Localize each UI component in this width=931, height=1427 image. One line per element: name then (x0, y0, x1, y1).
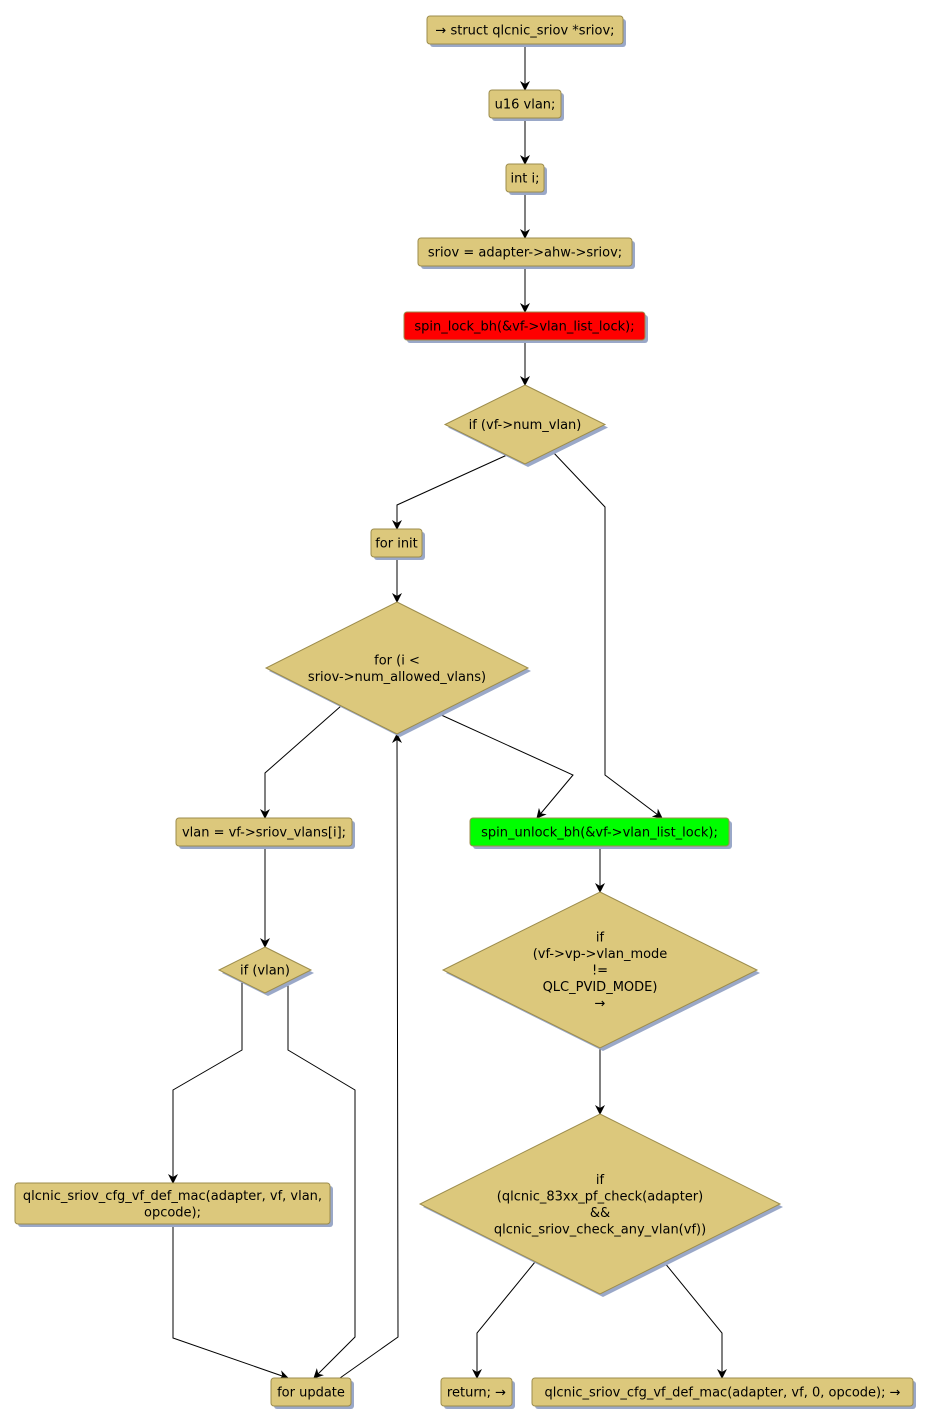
node-label: if (596, 1173, 605, 1188)
node-label: for (i < (374, 653, 420, 668)
node-label: spin_lock_bh(&vf->vlan_list_lock); (414, 320, 634, 335)
node-n12[interactable]: qlcnic_sriov_cfg_vf_def_mac(adapter, vf,… (531, 1377, 916, 1409)
nodes: → struct qlcnic_sriov *sriov; u16 vlan; in… (14, 15, 916, 1409)
node-label: for init (375, 537, 418, 552)
process-box (370, 528, 423, 558)
node-d4[interactable]: if(vf->vp->vlan_mode !=QLC_PVID_MODE) → (441, 891, 760, 1051)
node-n7[interactable]: vlan = vf->sriov_vlans[i]; (175, 817, 355, 849)
node-label: for update (277, 1386, 345, 1401)
decision-diamond (443, 384, 607, 465)
node-d3[interactable]: if (vlan) (217, 946, 314, 996)
process-box (417, 237, 633, 267)
edge-d1-n6 (392, 454, 508, 530)
node-n3[interactable]: int i; (505, 163, 547, 195)
node-label: qlcnic_sriov_cfg_vf_def_mac(adapter, vf,… (544, 1386, 900, 1401)
edge-d1-n8 (551, 450, 663, 819)
node-label: sriov = adapter->ahw->sriov; (428, 246, 622, 261)
node-label: u16 vlan; (495, 98, 556, 113)
process-box (14, 1182, 331, 1225)
node-label: if (596, 931, 605, 946)
edge-n10-d2 (339, 733, 403, 1379)
node-label: && (590, 1206, 610, 1221)
node-label: int i; (510, 172, 539, 187)
node-n8[interactable]: spin_unlock_bh(&vf->vlan_list_lock); (469, 817, 732, 849)
node-d2[interactable]: for (i < sriov->num_allowed_vlans) (264, 601, 531, 737)
process-box (488, 89, 562, 119)
node-n10[interactable]: for update (270, 1377, 354, 1409)
process-box (175, 817, 353, 847)
decision-diamond (264, 601, 530, 735)
node-label: QLC_PVID_MODE) (543, 980, 658, 995)
node-n2[interactable]: u16 vlan; (488, 89, 564, 121)
edge-d3-n10 (287, 982, 356, 1379)
edge-d2-n7 (260, 705, 342, 819)
process-box (440, 1377, 513, 1407)
node-label: → struct qlcnic_sriov *sriov; (435, 24, 614, 39)
node-label: vlan = vf->sriov_vlans[i]; (182, 826, 346, 841)
node-label: spin_unlock_bh(&vf->vlan_list_lock); (481, 826, 718, 841)
node-d1[interactable]: if (vf->num_vlan) (443, 384, 608, 467)
node-label: if (vlan) (240, 964, 290, 979)
process-box (469, 817, 730, 847)
decision-diamond (418, 1113, 782, 1295)
edge-d5-n11 (472, 1261, 536, 1379)
process-box (531, 1377, 914, 1407)
node-n9[interactable]: qlcnic_sriov_cfg_vf_def_mac(adapter, vf,… (14, 1182, 333, 1227)
node-label: qlcnic_sriov_cfg_vf_def_mac(adapter, vf,… (23, 1189, 322, 1204)
node-d5[interactable]: if(qlcnic_83xx_pf_check(adapter) &&qlcnic… (418, 1113, 783, 1297)
node-label: (qlcnic_83xx_pf_check(adapter) (497, 1189, 703, 1204)
node-label: qlcnic_sriov_check_any_vlan(vf)) (494, 1222, 706, 1237)
node-label: → (595, 997, 606, 1012)
process-box (403, 311, 646, 341)
edges (168, 44, 727, 1380)
node-n11[interactable]: return; → (440, 1377, 515, 1409)
process-box (426, 15, 624, 45)
process-box (270, 1377, 352, 1407)
edge-d5-n12 (663, 1261, 727, 1379)
decision-diamond (217, 946, 313, 994)
decision-diamond (441, 891, 759, 1049)
edge-d3-n9 (168, 982, 243, 1184)
node-label: return; → (447, 1386, 506, 1401)
edge-d2-n8 (438, 713, 574, 819)
node-n5[interactable]: spin_lock_bh(&vf->vlan_list_lock); (403, 311, 648, 343)
node-label: != (592, 964, 608, 979)
process-box (505, 163, 545, 193)
node-label: sriov->num_allowed_vlans) (308, 670, 486, 685)
node-n6[interactable]: for init (370, 528, 425, 560)
node-n4[interactable]: sriov = adapter->ahw->sriov; (417, 237, 635, 269)
node-label: if (vf->num_vlan) (469, 418, 582, 433)
edge-n9-n10 (172, 1224, 289, 1380)
node-label: (vf->vp->vlan_mode (533, 947, 668, 962)
node-label: opcode); (144, 1205, 201, 1220)
node-n1[interactable]: → struct qlcnic_sriov *sriov; (426, 15, 626, 47)
